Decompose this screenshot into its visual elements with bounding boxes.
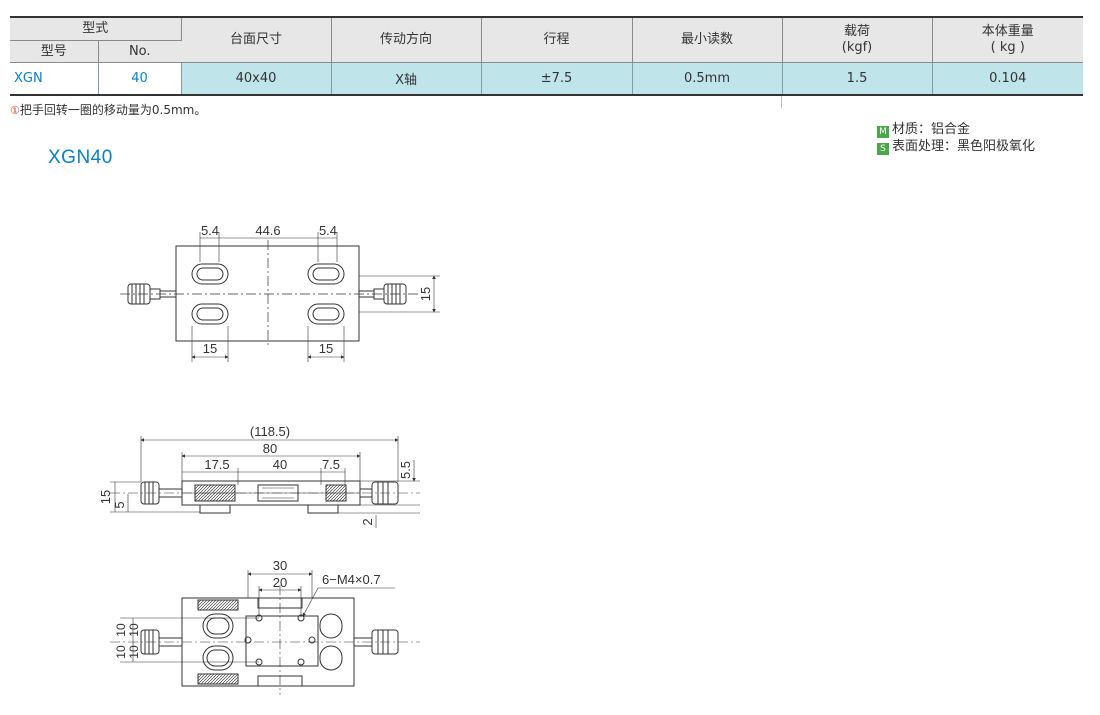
footnote-text: 把手回转一圈的移动量为0.5mm。	[19, 103, 207, 117]
header-drive-direction: 传动方向	[331, 17, 482, 63]
footnote: ①把手回转一圈的移动量为0.5mm。	[10, 101, 206, 118]
dim-top-d3: 5.4	[319, 223, 337, 238]
table-row: XGN 40 40x40 X轴 ±7.5 0.5mm 1.5 0.104	[10, 62, 1084, 95]
spec-table: 型式 台面尺寸 传动方向 行程 最小读数 载荷 (kgf) 本体重量 ( kg …	[10, 16, 1084, 96]
dim-front-h2: 2	[360, 518, 375, 525]
header-min-reading: 最小读数	[632, 17, 783, 63]
footnote-mark: ①	[10, 104, 20, 117]
header-weight-label: 本体重量	[981, 24, 1034, 39]
header-load-label: 载荷	[844, 24, 871, 39]
dim-top-b1: 15	[203, 341, 217, 356]
dim-front-a: 17.5	[204, 457, 229, 472]
cell-drive-direction: X轴	[331, 62, 482, 95]
header-load: 载荷 (kgf)	[782, 17, 933, 63]
header-weight: 本体重量 ( kg )	[932, 17, 1084, 63]
header-no: No.	[98, 40, 182, 63]
cell-model: XGN	[10, 62, 99, 95]
cell-table-size: 40x40	[181, 62, 332, 95]
cell-min-reading: 0.5mm	[632, 62, 783, 95]
header-table-size: 台面尺寸	[181, 17, 332, 63]
dim-bottom-v10b: 10	[114, 645, 128, 659]
cell-weight: 0.104	[932, 62, 1084, 95]
header-type-group: 型式	[10, 17, 182, 41]
cell-load: 1.5	[782, 62, 933, 95]
dim-bottom-w30: 30	[273, 558, 287, 573]
dim-front-c: 7.5	[322, 457, 340, 472]
dim-bottom-w20: 20	[273, 575, 287, 590]
front-view	[110, 436, 420, 528]
header-model: 型号	[10, 40, 99, 63]
dim-top-d2: 44.6	[255, 223, 280, 238]
dim-top-right: 15	[418, 287, 433, 301]
dim-front-body: 80	[263, 441, 277, 456]
material-badge: M	[877, 126, 889, 138]
dim-front-b: 40	[273, 457, 287, 472]
dim-bottom-h10b: 10	[127, 645, 141, 659]
dim-front-h15: 15	[98, 490, 113, 504]
cell-travel: ±7.5	[481, 62, 633, 95]
bottom-view	[110, 570, 420, 695]
header-weight-unit: ( kg )	[990, 40, 1025, 55]
dim-top-b2: 15	[319, 341, 333, 356]
top-view	[120, 232, 440, 362]
dim-front-overall: (118.5)	[250, 424, 290, 439]
header-load-unit: (kgf)	[841, 40, 873, 55]
model-title: XGN40	[48, 147, 113, 168]
surface-text: 表面处理：黑色阳极氧化	[892, 139, 1036, 154]
dim-front-h55: 5.5	[398, 461, 413, 479]
dim-front-h5: 5	[112, 501, 127, 508]
dim-bottom-h10a: 10	[127, 623, 141, 637]
cell-no: 40	[98, 62, 182, 95]
dim-top-d1: 5.4	[201, 223, 219, 238]
surface-badge: S	[877, 143, 889, 155]
dim-bottom-holes: 6−M4×0.7	[322, 572, 381, 587]
divider	[781, 96, 782, 108]
material-text: 材质：铝合金	[892, 122, 971, 137]
header-travel: 行程	[481, 17, 633, 63]
dim-bottom-v10a: 10	[114, 623, 128, 637]
